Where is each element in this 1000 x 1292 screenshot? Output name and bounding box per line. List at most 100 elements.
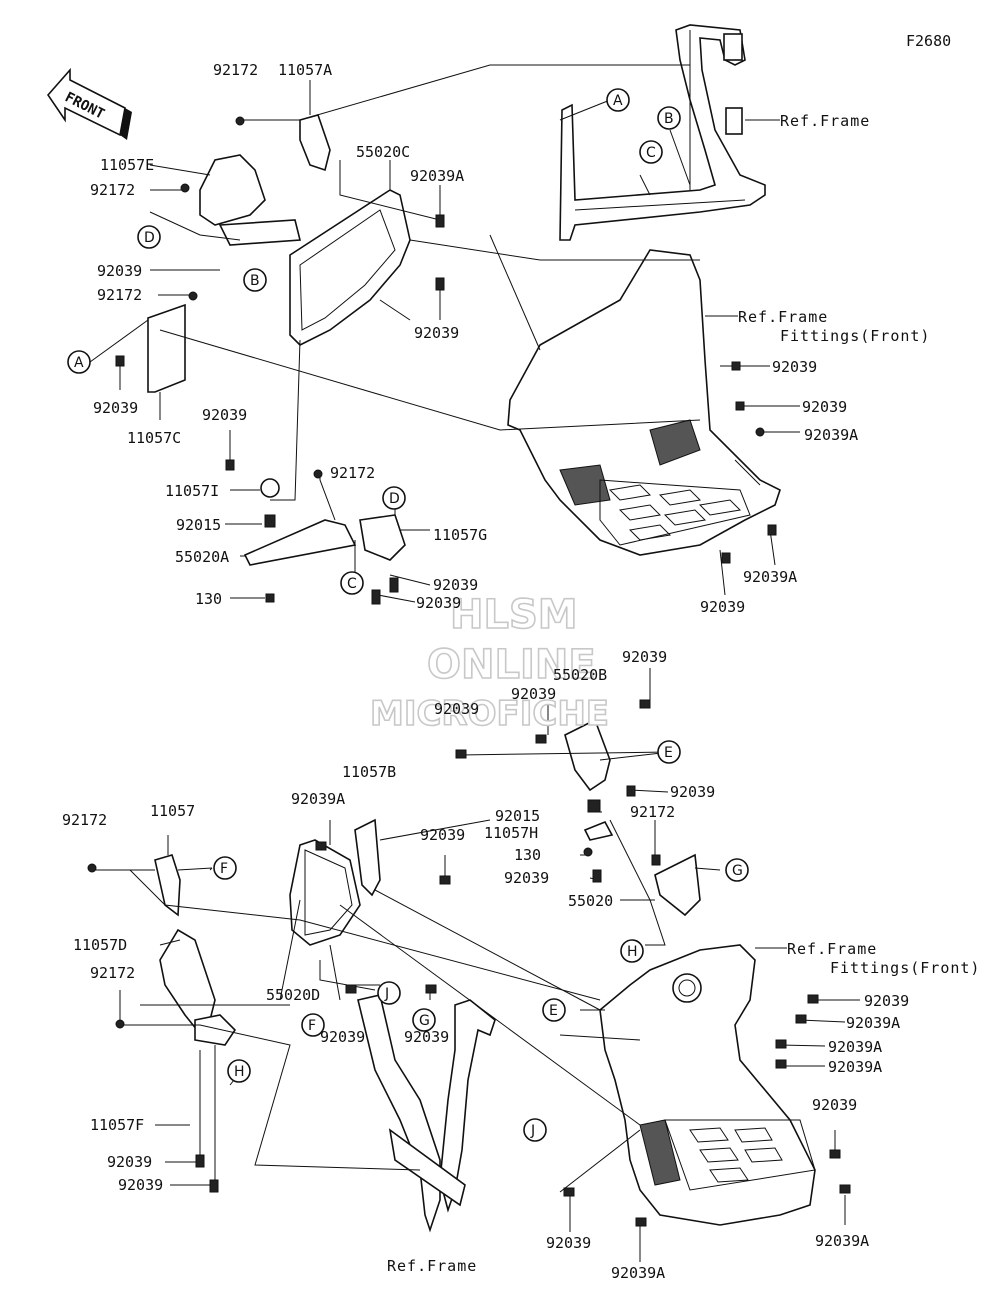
figure-code: F2680 — [906, 32, 951, 50]
svg-text:H: H — [234, 1064, 245, 1080]
svg-text:G: G — [419, 1013, 430, 1029]
part-label: 92039A — [846, 1014, 900, 1032]
svg-text:B: B — [250, 273, 260, 289]
part-label: 11057 — [150, 802, 195, 820]
svg-text:F: F — [220, 861, 228, 877]
bracket-55020 — [583, 799, 701, 917]
part-label: 92039 — [414, 324, 459, 342]
bracket-11057C — [147, 303, 186, 393]
part-label: 92039 — [118, 1176, 163, 1194]
front-arrow-badge: FRONT — [46, 67, 132, 140]
callout-H2: H — [227, 1059, 251, 1083]
callout-J1: J — [377, 981, 401, 1005]
fender-panel-55020C — [289, 189, 411, 346]
floor-pan-lower — [599, 944, 816, 1226]
part-label: 92039A — [410, 167, 464, 185]
part-label: 92039 — [812, 1096, 857, 1114]
part-label: 130 — [514, 846, 541, 864]
bracket-11057 — [154, 854, 181, 917]
part-label: 92172 — [90, 181, 135, 199]
svg-text:G: G — [732, 863, 743, 879]
callout-F2: F — [301, 1013, 325, 1037]
part-label: 92039 — [511, 685, 556, 703]
part-label: 92172 — [330, 464, 375, 482]
part-label: 11057B — [342, 763, 396, 781]
ref-frame-top: Ref.Frame — [780, 112, 870, 130]
callout-C1: C — [639, 140, 663, 164]
part-label: 92039A — [743, 568, 797, 586]
part-label: 92039 — [404, 1028, 449, 1046]
callout-B2: B — [243, 268, 267, 292]
svg-text:A: A — [74, 355, 84, 371]
part-label: 92172 — [62, 811, 107, 829]
part-label: 92039 — [864, 992, 909, 1010]
part-label: 92039A — [804, 426, 858, 444]
frame-pieces-bottom — [357, 994, 496, 1233]
part-label: 11057E — [100, 156, 154, 174]
watermark-line2: ONLINE — [427, 642, 596, 688]
part-label: 92039 — [93, 399, 138, 417]
bracket-11057B — [354, 818, 381, 897]
callout-E1: E — [657, 740, 681, 764]
bracket-11057F — [194, 1014, 237, 1046]
svg-text:E: E — [664, 745, 673, 761]
svg-text:F: F — [308, 1018, 316, 1034]
part-label: 92039 — [802, 398, 847, 416]
part-label: 92172 — [630, 803, 675, 821]
svg-text:D: D — [144, 230, 155, 246]
callout-B1: B — [657, 106, 681, 130]
svg-text:H: H — [627, 944, 638, 960]
part-label: 92039 — [320, 1028, 365, 1046]
part-label: 55020 — [568, 892, 613, 910]
part-label: 92039 — [433, 576, 478, 594]
callout-H1: H — [620, 939, 644, 963]
svg-text:B: B — [664, 111, 674, 127]
part-label: 55020D — [266, 986, 320, 1004]
svg-text:J: J — [530, 1123, 535, 1139]
part-label: 11057A — [278, 61, 332, 79]
part-label: 92039 — [504, 869, 549, 887]
ref-fittings-bottom-l2: Fittings(Front) — [830, 959, 980, 977]
callout-A2: A — [67, 350, 91, 374]
part-label: 92039 — [97, 262, 142, 280]
part-label: 11057H — [484, 824, 538, 842]
leader-lines-top — [89, 64, 800, 603]
watermark-line3: MICROFICHE — [370, 694, 609, 734]
part-label: 11057G — [433, 526, 487, 544]
frame-structure-top — [559, 24, 780, 241]
part-label: 92039 — [434, 700, 479, 718]
callout-F1: F — [213, 856, 237, 880]
callout-J2: J — [523, 1118, 547, 1142]
ref-fittings-top-l2: Fittings(Front) — [780, 327, 930, 345]
part-label: 92039 — [420, 826, 465, 844]
part-label: 92039 — [670, 783, 715, 801]
part-label: 130 — [195, 590, 222, 608]
part-label: 92039 — [700, 598, 745, 616]
part-label: 92039A — [828, 1058, 882, 1076]
ref-fittings-bottom-l1: Ref.Frame — [787, 940, 877, 958]
part-label: 55020C — [356, 143, 410, 161]
floor-pan-upper — [507, 249, 781, 556]
svg-text:C: C — [347, 576, 357, 592]
part-label: 92172 — [97, 286, 142, 304]
part-label: 92039 — [622, 648, 667, 666]
callout-G1: G — [725, 858, 749, 882]
part-label: 92172 — [90, 964, 135, 982]
callout-D2: D — [382, 486, 406, 510]
callout-D1: D — [137, 225, 161, 249]
part-label: 92039 — [772, 358, 817, 376]
callout-G2: G — [412, 1008, 436, 1032]
ref-frame-bottom: Ref.Frame — [387, 1257, 477, 1275]
callout-A1: A — [606, 88, 630, 112]
part-label: 92172 — [213, 61, 258, 79]
svg-text:C: C — [646, 145, 656, 161]
part-label: 11057I — [165, 482, 219, 500]
fasteners-top — [115, 116, 777, 605]
part-label: 11057F — [90, 1116, 144, 1134]
svg-text:A: A — [613, 93, 623, 109]
part-label: 92039A — [611, 1264, 665, 1282]
part-label: 55020A — [175, 548, 229, 566]
ref-fittings-top-l1: Ref.Frame — [738, 308, 828, 326]
svg-text:E: E — [549, 1003, 558, 1019]
